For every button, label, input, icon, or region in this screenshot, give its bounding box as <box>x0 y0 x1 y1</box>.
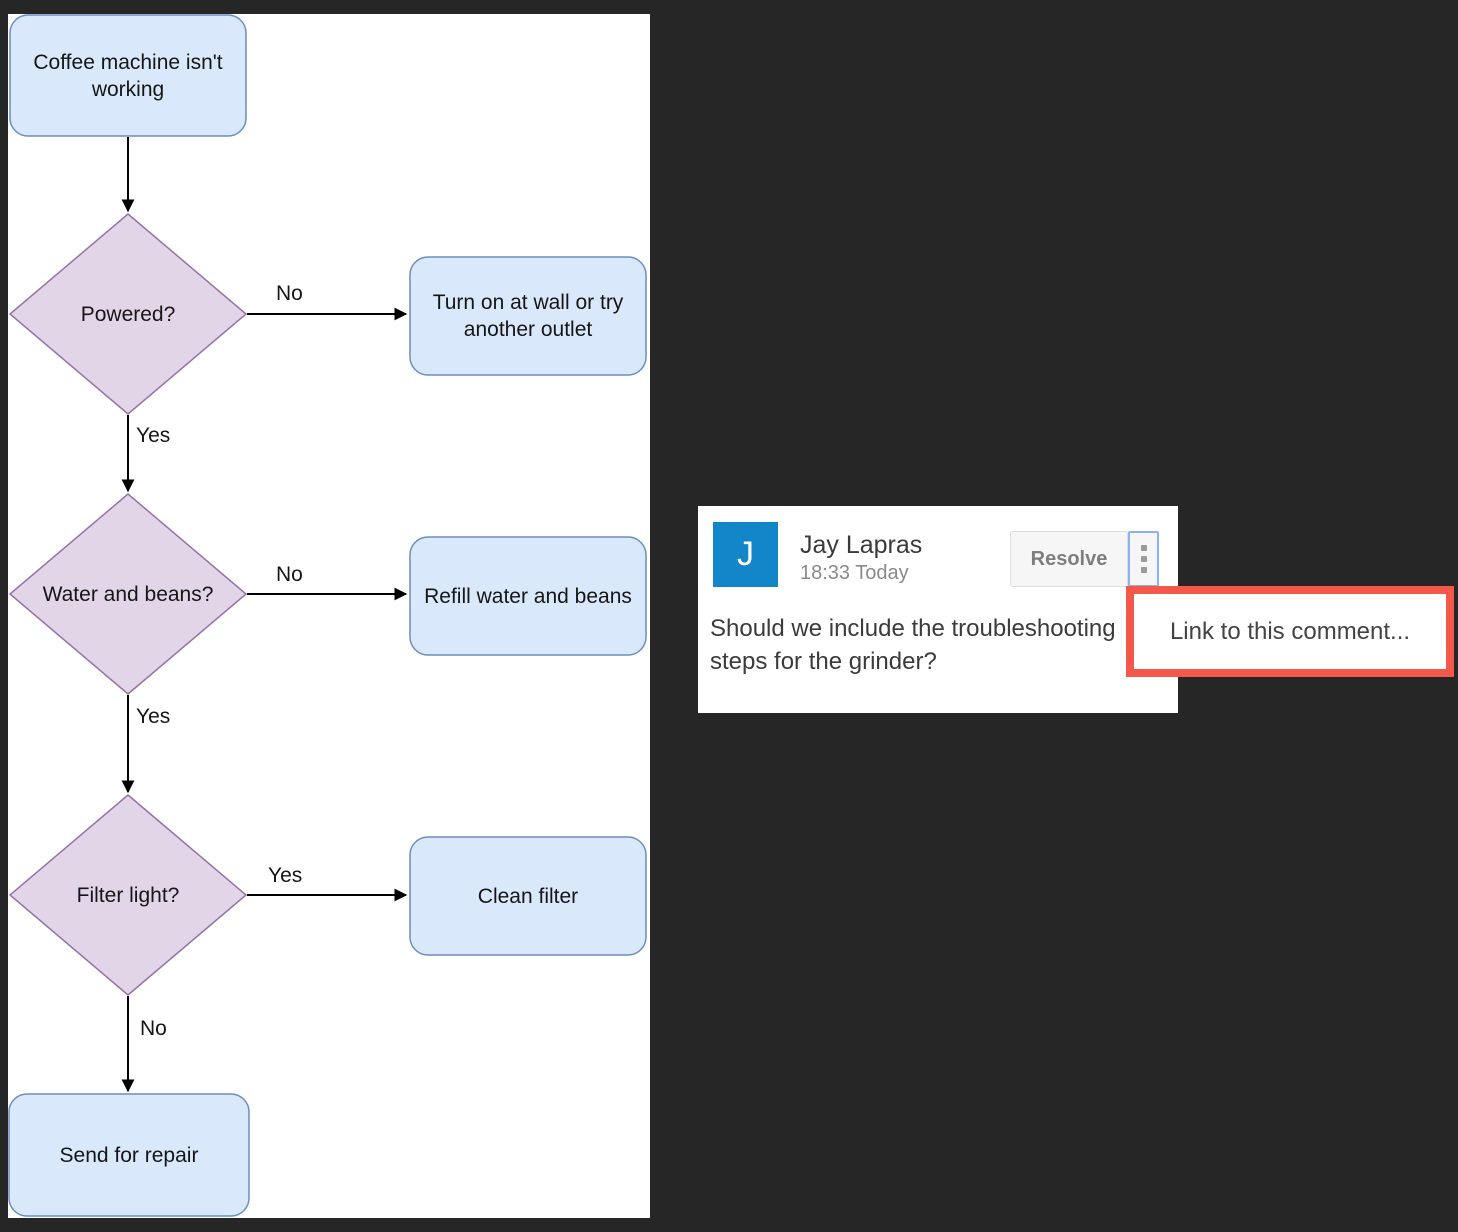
diagram-canvas: Coffee machine isn't working Powered? Tu… <box>8 14 650 1218</box>
kebab-menu-button[interactable] <box>1128 531 1159 587</box>
send-repair-node-shape[interactable] <box>8 1093 250 1217</box>
edge-label-powered-no[interactable]: No <box>276 282 303 305</box>
kebab-vertical-dots-icon <box>1140 556 1147 562</box>
flowchart-shapes <box>8 14 647 1217</box>
edge-label-powered-yes[interactable]: Yes <box>136 424 171 447</box>
node-powered-decision[interactable]: Powered? <box>80 302 176 326</box>
comment-context-menu: Link to this comment... <box>1126 586 1454 677</box>
node-water-beans-decision[interactable]: Water and beans? <box>42 582 214 606</box>
kebab-vertical-dots-icon <box>1140 567 1147 573</box>
node-refill[interactable]: Refill water and beans <box>424 584 632 608</box>
refill-node-shape[interactable] <box>409 536 647 656</box>
edge-label-water-yes[interactable]: Yes <box>136 705 171 728</box>
edge-label-filter-yes[interactable]: Yes <box>268 864 303 887</box>
node-clean-filter[interactable]: Clean filter <box>477 884 579 908</box>
node-send-repair[interactable]: Send for repair <box>59 1143 199 1167</box>
clean-filter-node-shape[interactable] <box>409 836 647 956</box>
node-turn-on[interactable]: Turn on at wall or try another outlet <box>432 291 624 341</box>
turn-on-node-shape[interactable] <box>409 256 647 376</box>
powered-decision-shape[interactable] <box>8 213 248 415</box>
kebab-vertical-dots-icon <box>1140 545 1147 551</box>
comment-author-name: Jay Lapras <box>800 531 923 559</box>
comment-author-block: Jay Lapras 18:33 Today <box>800 530 922 586</box>
menu-item-link-to-comment[interactable]: Link to this comment... <box>1169 617 1411 645</box>
comment-timestamp: 18:33 Today <box>800 562 909 584</box>
avatar: J <box>713 522 778 587</box>
node-filter-light-decision[interactable]: Filter light? <box>76 883 180 907</box>
start-node-shape[interactable] <box>9 14 247 137</box>
resolve-button[interactable]: Resolve <box>1010 531 1128 587</box>
comment-card: J Jay Lapras 18:33 Today Resolve Should … <box>698 506 1178 713</box>
comment-body-text: Should we include the troubleshooting st… <box>710 615 1116 675</box>
filter-light-decision-shape[interactable] <box>8 794 248 996</box>
node-start[interactable]: Coffee machine isn't working <box>33 50 223 101</box>
resolve-button-label: Resolve <box>1030 547 1108 570</box>
edge-label-water-no[interactable]: No <box>276 563 303 586</box>
avatar-initial: J <box>737 535 754 573</box>
water-beans-decision-shape[interactable] <box>8 493 248 695</box>
edge-label-filter-no[interactable]: No <box>140 1017 167 1040</box>
